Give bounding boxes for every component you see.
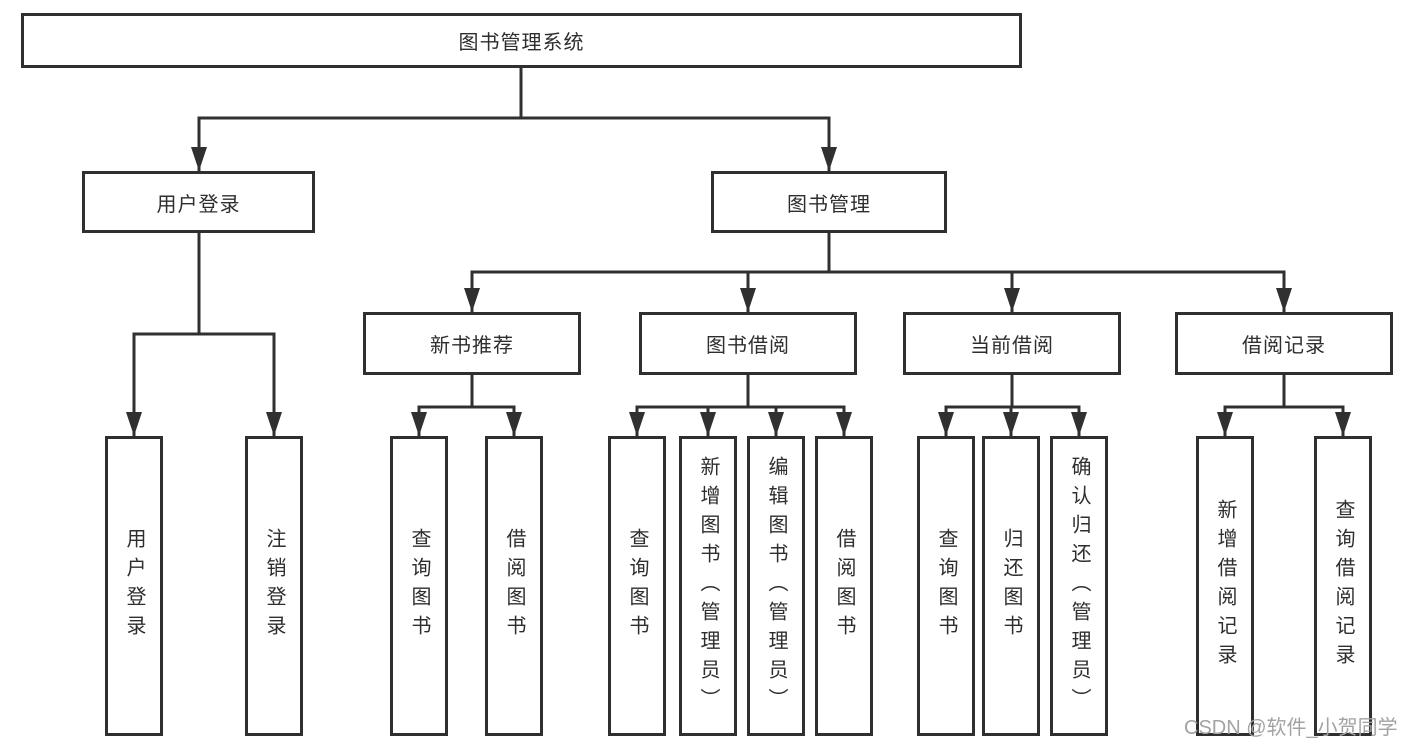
- node-leaf-query-books-current: 查询图书: [917, 436, 975, 736]
- node-label: 新书推荐: [430, 335, 514, 357]
- node-current-borrow: 当前借阅: [903, 312, 1121, 375]
- connector-root: [191, 66, 837, 173]
- node-label: 图书管理: [787, 193, 871, 216]
- node-leaf-query-books-borrow: 查询图书: [608, 436, 666, 736]
- connector-new-book-recommend: [411, 373, 522, 438]
- node-label: 查询图书: [408, 528, 430, 644]
- node-leaf-logout: 注销登录: [245, 436, 303, 736]
- node-label: 借阅记录: [1242, 335, 1326, 357]
- node-label: 用户登录: [123, 528, 145, 644]
- node-label: 查询图书: [626, 528, 648, 644]
- node-leaf-user-login: 用户登录: [105, 436, 163, 736]
- node-leaf-add-books-admin: 新增图书（管理员）: [679, 436, 737, 736]
- node-label: 新增图书（管理员）: [697, 455, 719, 717]
- node-label: 用户登录: [156, 193, 241, 216]
- node-leaf-edit-books-admin: 编辑图书（管理员）: [747, 436, 805, 736]
- node-label: 确认归还（管理员）: [1068, 455, 1090, 717]
- connector-borrow-records: [1217, 373, 1351, 438]
- node-label: 借阅图书: [833, 528, 855, 644]
- node-label: 图书借阅: [706, 335, 790, 357]
- node-leaf-borrow-books-recommend: 借阅图书: [485, 436, 543, 736]
- connector-current-borrow: [938, 373, 1087, 438]
- connector-user-login: [126, 231, 282, 438]
- csdn-watermark: CSDN @软件_小贺同学: [1184, 717, 1398, 739]
- node-leaf-confirm-return-admin: 确认归还（管理员）: [1050, 436, 1108, 736]
- node-label: 查询图书: [935, 528, 957, 644]
- node-label: 编辑图书（管理员）: [765, 455, 787, 717]
- node-library-system: 图书管理系统: [21, 13, 1022, 68]
- node-book-borrow: 图书借阅: [639, 312, 857, 375]
- node-user-login: 用户登录: [82, 171, 315, 233]
- node-label: 查询借阅记录: [1332, 499, 1354, 673]
- node-leaf-return-books: 归还图书: [982, 436, 1040, 736]
- node-leaf-query-borrow-record: 查询借阅记录: [1314, 436, 1372, 736]
- node-label: 注销登录: [263, 528, 285, 644]
- node-label: 借阅图书: [503, 528, 525, 644]
- node-leaf-query-books-recommend: 查询图书: [390, 436, 448, 736]
- node-label: 图书管理系统: [458, 32, 585, 54]
- node-label: 当前借阅: [970, 335, 1054, 357]
- connector-book-management: [464, 231, 1292, 314]
- node-book-management: 图书管理: [711, 171, 947, 233]
- connector-book-borrow: [629, 373, 852, 438]
- node-label: 归还图书: [1000, 528, 1022, 644]
- node-leaf-add-borrow-record: 新增借阅记录: [1196, 436, 1254, 736]
- node-new-book-recommend: 新书推荐: [363, 312, 581, 375]
- node-borrow-records: 借阅记录: [1175, 312, 1393, 375]
- node-leaf-borrow-books: 借阅图书: [815, 436, 873, 736]
- node-label: 新增借阅记录: [1214, 499, 1236, 673]
